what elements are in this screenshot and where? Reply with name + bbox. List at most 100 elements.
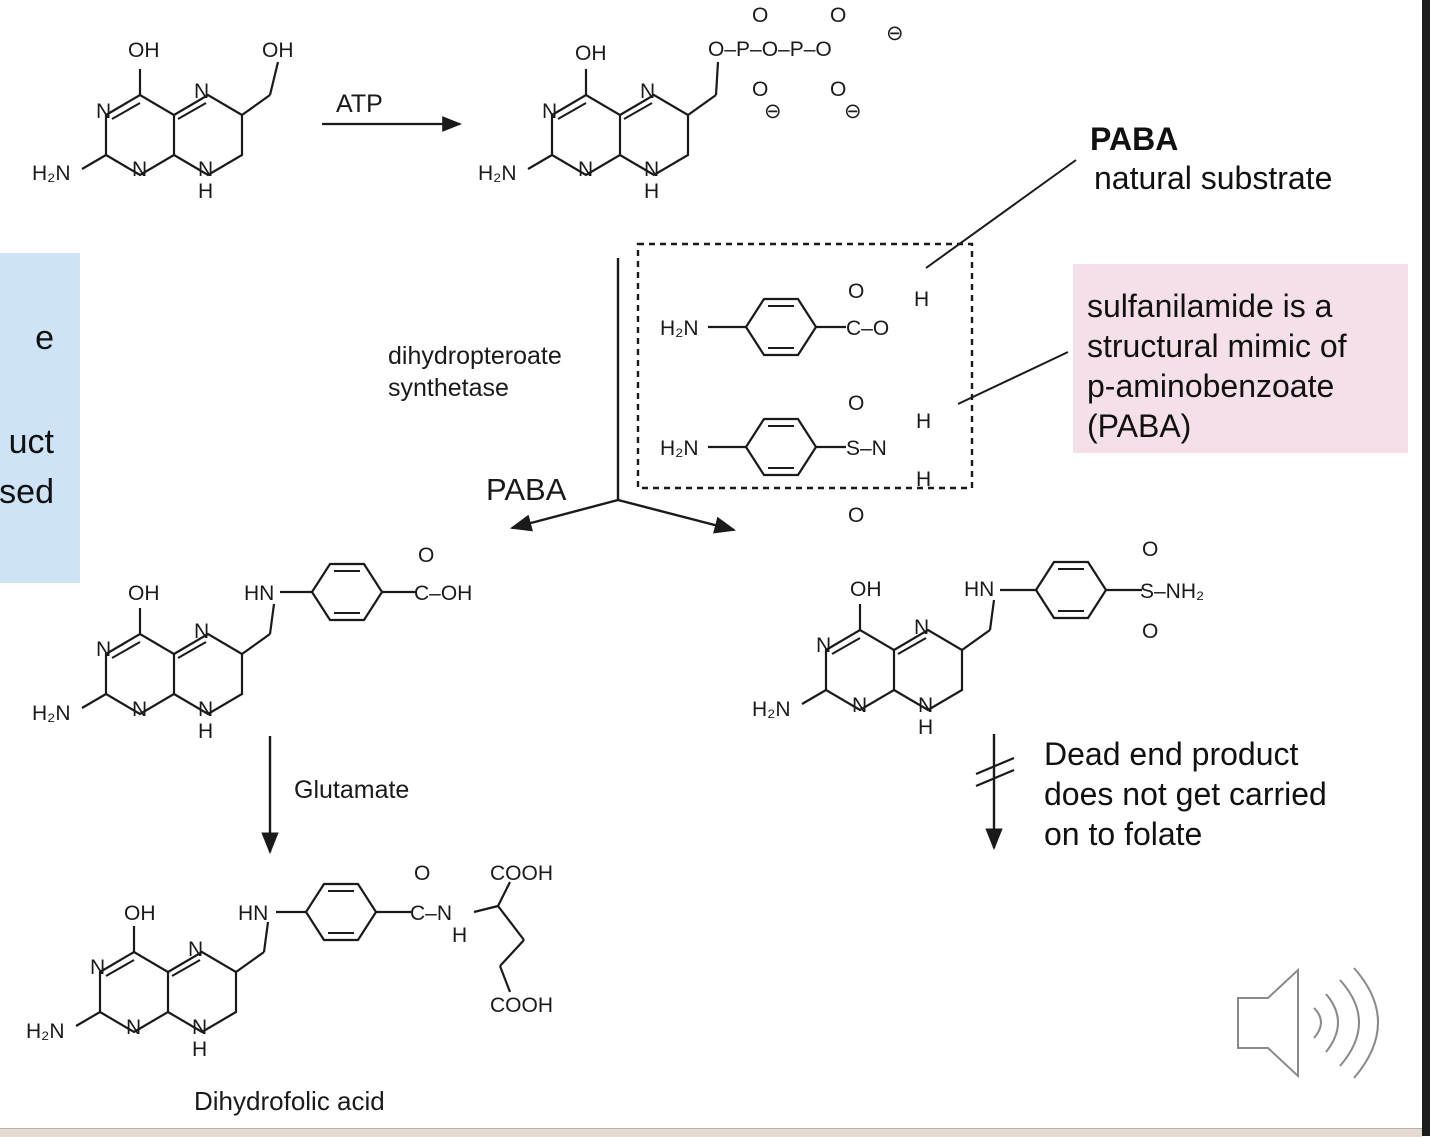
oh-label: OH: [850, 578, 882, 601]
h2n-label: H₂N: [26, 1020, 64, 1043]
atp-label: ATP: [336, 90, 383, 118]
o-label: O: [848, 280, 864, 303]
n-label: N: [194, 80, 209, 103]
oh-label: OH: [575, 42, 607, 65]
cooh-label: COOH: [490, 994, 553, 1017]
pterin-diphosphate-molecule: OH N N N N H H₂N O–P–O–P–O O O O O ⊖ ⊖ ⊖: [478, 4, 904, 203]
n-label: N: [96, 100, 111, 123]
o-label: O: [830, 78, 846, 101]
sulfonamide-label: S–NH₂: [1140, 580, 1204, 603]
diphosphate-label: O–P–O–P–O: [708, 38, 832, 61]
comparison-box: [636, 242, 974, 490]
h2n-label: H₂N: [32, 162, 70, 185]
cooh-label: COOH: [490, 862, 553, 885]
o-label: O: [1142, 620, 1158, 643]
h-label: H: [914, 288, 929, 311]
o-label: O: [830, 4, 846, 27]
window-edge-bottom: [0, 1128, 1422, 1137]
oh-label: OH: [262, 39, 294, 62]
n-label: N: [852, 694, 867, 717]
cropped-blue-callout: e uct sed: [0, 253, 80, 583]
block-mark: [975, 756, 1015, 776]
o-label: O: [418, 544, 434, 567]
h-label: H: [198, 180, 213, 203]
sulfanilamide-molecule: H₂N S–N O O H H: [660, 392, 931, 527]
paba-subtitle: natural substrate: [1094, 160, 1333, 196]
h-label: H: [452, 924, 467, 947]
paba-pointer: [925, 159, 1077, 269]
minus-charge: ⊖: [764, 100, 782, 123]
n-label: N: [816, 634, 831, 657]
carboxyl-label: C–OH: [414, 582, 472, 605]
h-label: H: [916, 410, 931, 433]
sulfanilamide-note: sulfanilamide is a structural mimic of p…: [1087, 288, 1347, 444]
h2n-label: H₂N: [660, 317, 698, 340]
dihydropteroate-molecule: OH HN C–OH O N N N N H H₂N: [32, 544, 472, 743]
n-label: N: [918, 694, 933, 717]
h-label: H: [192, 1038, 207, 1061]
h-label: H: [198, 720, 213, 743]
n-label: N: [198, 158, 213, 181]
n-label: N: [132, 158, 147, 181]
n-label: N: [192, 1016, 207, 1039]
dead-end-note: Dead end product does not get carried on…: [1044, 736, 1327, 852]
pterin-molecule: OH OH N N N N H H₂N: [32, 39, 294, 203]
n-label: N: [90, 956, 105, 979]
n-label: N: [126, 1016, 141, 1039]
amide-label: C–N: [410, 902, 452, 925]
speaker-icon[interactable]: [1237, 967, 1379, 1079]
paba-callout: PABA natural substrate: [1090, 120, 1332, 198]
paba-title: PABA: [1090, 121, 1179, 157]
minus-charge: ⊖: [844, 100, 862, 123]
h2n-label: H₂N: [478, 162, 516, 185]
oh-label: OH: [128, 582, 160, 605]
n-label: N: [914, 616, 929, 639]
o-label: O: [752, 78, 768, 101]
o-label: O: [1142, 538, 1158, 561]
sulfonamide-label: S–N: [846, 437, 887, 460]
o-label: O: [414, 862, 430, 885]
n-label: N: [578, 158, 593, 181]
h2n-label: H₂N: [32, 702, 70, 725]
n-label: N: [188, 938, 203, 961]
n-label: N: [194, 620, 209, 643]
dead-end-adduct-molecule: OH HN S–NH₂ O O N N N N H H₂N: [752, 538, 1204, 739]
hn-label: HN: [964, 578, 994, 601]
o-label: O: [848, 504, 864, 527]
sulfa-pointer: [957, 351, 1069, 405]
n-label: N: [640, 80, 655, 103]
n-label: N: [132, 698, 147, 721]
n-label: N: [542, 100, 557, 123]
paba-branch-label: PABA: [486, 472, 567, 507]
callout-fragment: sed: [0, 473, 54, 511]
sulfanilamide-callout: sulfanilamide is a structural mimic of p…: [1073, 264, 1408, 453]
h-label: H: [644, 180, 659, 203]
h2n-label: H₂N: [752, 698, 790, 721]
enzyme-label: synthetase: [388, 374, 509, 402]
minus-charge: ⊖: [886, 22, 904, 45]
enzyme-label: dihydropteroate: [388, 342, 562, 370]
h-label: H: [916, 468, 931, 491]
h2n-label: H₂N: [660, 437, 698, 460]
h-label: H: [918, 716, 933, 739]
dihydrofolic-acid-molecule: OH HN C–N O H COOH COOH N N N N H H₂N: [26, 862, 553, 1061]
oh-label: OH: [124, 902, 156, 925]
branch-arrow-right: [617, 498, 737, 534]
branch-arrow-left: [509, 498, 619, 532]
oh-label: OH: [128, 39, 160, 62]
product-name: Dihydrofolic acid: [194, 1086, 385, 1116]
hn-label: HN: [238, 902, 268, 925]
hn-label: HN: [244, 582, 274, 605]
n-label: N: [644, 158, 659, 181]
callout-fragment: uct: [8, 423, 54, 461]
block-mark: [975, 768, 1015, 788]
glutamate-label: Glutamate: [294, 776, 409, 804]
o-label: O: [848, 392, 864, 415]
carboxyl-label: C–O: [846, 317, 889, 340]
paba-molecule: H₂N C–O O H: [660, 280, 929, 357]
window-edge-right: [1422, 0, 1430, 1136]
n-label: N: [96, 638, 111, 661]
o-label: O: [752, 4, 768, 27]
